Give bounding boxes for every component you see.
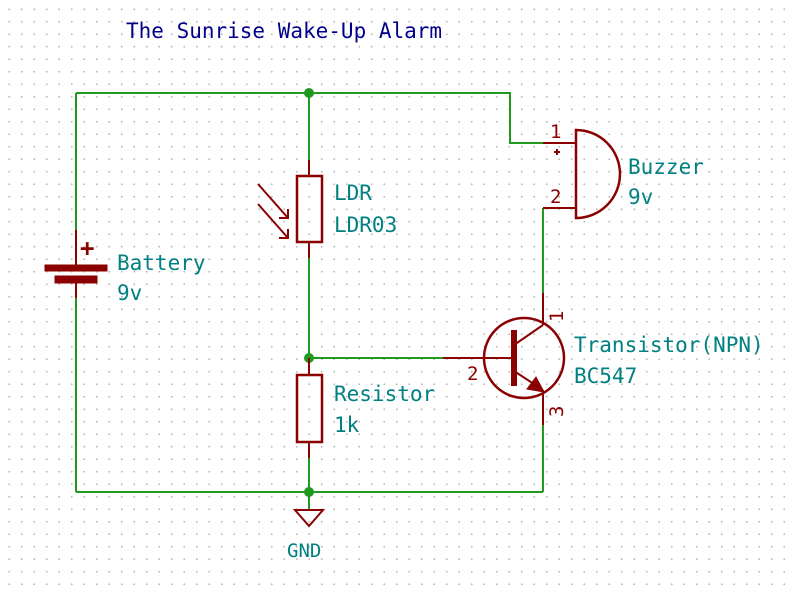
junction-bottom: [304, 487, 314, 497]
gnd-net-label: GND: [287, 540, 321, 562]
transistor-pin3-label: 3: [546, 406, 568, 417]
ldr-value-label: LDR03: [334, 213, 397, 237]
buzzer-pin2-label: 2: [550, 186, 561, 208]
battery-value-label: 9v: [117, 281, 142, 305]
resistor-name-label: Resistor: [334, 382, 435, 406]
battery-symbol: +: [44, 230, 108, 298]
transistor-name-label: Transistor(NPN): [574, 333, 764, 357]
schematic-title: The Sunrise Wake-Up Alarm: [126, 19, 442, 43]
transistor-value-label: BC547: [574, 364, 637, 388]
resistor-value-label: 1k: [334, 413, 360, 437]
ground-symbol: [292, 509, 326, 528]
transistor-symbol: [443, 293, 566, 425]
junction-top: [304, 88, 314, 98]
resistor-symbol: [295, 358, 324, 458]
buzzer-name-label: Buzzer: [628, 155, 704, 179]
transistor-pin2-label: 2: [467, 363, 478, 385]
wire-top-rail: [76, 92, 543, 144]
buzzer-pin1-label: 1: [550, 121, 561, 143]
ldr-name-label: LDR: [334, 181, 372, 205]
buzzer-symbol: [543, 128, 622, 220]
buzzer-value-label: 9v: [628, 185, 653, 209]
transistor-pin1-label: 1: [546, 311, 568, 322]
battery-name-label: Battery: [117, 251, 206, 275]
battery-polarity-mark: +: [80, 234, 94, 262]
ldr-symbol: [257, 160, 324, 258]
wires: [75, 92, 544, 510]
